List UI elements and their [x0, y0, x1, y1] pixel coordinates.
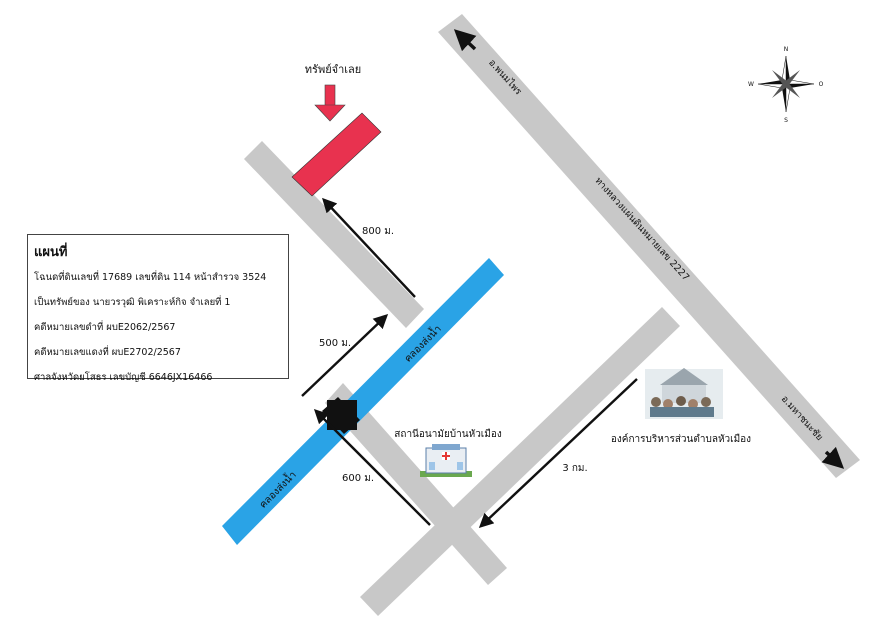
highway-road [438, 14, 860, 478]
legend-line-red-case: คดีหมายเลขแดงที่ ผบE2702/2567 [34, 347, 181, 358]
compass-s: S [784, 117, 788, 124]
hospital-icon [420, 444, 472, 477]
compass-w: W [748, 81, 754, 88]
highway-label: ทางหลวงแผ่นดินหมายเลข 2227 [592, 175, 691, 283]
bridge-block-shape [322, 397, 360, 434]
arrow-to-phanom-phrai [453, 29, 477, 52]
health-station-label: สถานีอนามัยบ้านหัวเมือง [394, 428, 502, 440]
legend-line-black-case: คดีหมายเลขดำที่ ผบE2062/2567 [34, 322, 176, 333]
distance-3km-label: 3 กม. [562, 463, 587, 474]
property-label: ทรัพย์จำเลย [305, 63, 361, 76]
legend-line-court: ศาลจังหวัดยโสธร เลขบัญชี 6646JX16466 [34, 372, 213, 383]
arrow-3km [478, 378, 638, 528]
compass-rose-icon [757, 55, 815, 113]
distance-800m-label: 800 ม. [362, 226, 394, 237]
property-pointer-arrow [314, 84, 346, 122]
road-south-crossing [325, 383, 507, 585]
sao-office-icon [645, 368, 723, 419]
roads [244, 14, 860, 616]
sao-label: องค์การบริหารส่วนตำบลหัวเมือง [611, 433, 751, 445]
road-north-to-property [244, 141, 424, 328]
map-legend-box: แผนที่ โฉนดที่ดินเลขที่ 17689 เลขที่ดิน … [27, 234, 289, 383]
distance-600m-label: 600 ม. [342, 473, 374, 484]
compass-n: N [784, 46, 789, 53]
legend-line-owner: เป็นทรัพย์ของ นายวรวุฒิ พิเคราะห์กิจ จำเ… [34, 297, 231, 308]
canal [222, 258, 504, 545]
property-parcel [291, 112, 382, 197]
legend-title: แผนที่ [34, 245, 68, 260]
compass-e: O [819, 81, 824, 88]
arrow-800m [322, 197, 416, 298]
arrow-500m [301, 314, 389, 397]
distance-500m-label: 500 ม. [319, 338, 351, 349]
legend-line-deed: โฉนดที่ดินเลขที่ 17689 เลขที่ดิน 114 หน้… [34, 272, 267, 283]
arrow-to-maha-chana-chai [821, 446, 845, 469]
arrow-600m [313, 408, 431, 526]
road-sao-to-south [360, 307, 680, 616]
